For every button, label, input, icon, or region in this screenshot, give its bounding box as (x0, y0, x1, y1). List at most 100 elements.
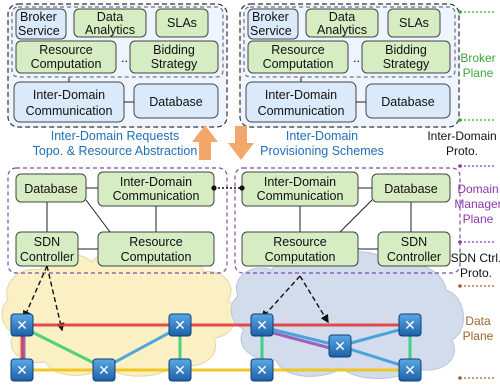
sdn-control-links (22, 265, 329, 332)
svg-text:✕: ✕ (98, 363, 110, 379)
sdn-controller-box: SDN Controller (377, 231, 451, 267)
plane-labels: Broker Plane Inter-Domain Proto. Domain … (427, 10, 500, 380)
resource-computation-box: Resource Computation (241, 231, 359, 267)
inter-domain-communication-label-l2: Communication (113, 189, 200, 203)
data-analytics-label-l2: Analytics (85, 23, 135, 37)
connector (85, 199, 111, 233)
database-label: Database (384, 182, 438, 196)
data-plane-label-l2: Plane (463, 329, 494, 343)
svg-text:✕: ✕ (256, 318, 268, 334)
sdn-controller-label-l2: Controller (387, 250, 441, 264)
sdn-controller-label-l2: Controller (20, 250, 74, 264)
connector (339, 199, 373, 233)
middle-annotations: Inter-Domain Requests Topo. & Resource A… (33, 125, 384, 160)
svg-text:✕: ✕ (16, 318, 28, 334)
broker-right: Broker Service Data Analytics SLAs Resou… (239, 3, 460, 128)
domain-manager-plane-label-l3: Plane (463, 212, 494, 226)
slas-box: SLAs (387, 8, 441, 38)
optical-switch-icon: ✕ (398, 358, 422, 382)
inter-domain-text: Inter-Domain (286, 129, 358, 143)
optical-switch-icon: ✕ (328, 334, 352, 358)
optical-switch-icon: ✕ (250, 313, 274, 337)
database-box: Database (15, 173, 87, 203)
ellipsis-dots: .. (353, 51, 360, 65)
inter-domain-communication-label-l1: Inter-Domain (33, 88, 105, 102)
domain-left-frame (7, 167, 228, 274)
svg-text:✕: ✕ (334, 339, 346, 355)
inter-domain-communication-label-l1: Inter-Domain (265, 88, 337, 102)
resource-computation-label-l2: Computation (121, 250, 192, 264)
inter-domain-communication-label-l2: Communication (258, 104, 345, 118)
switches: ✕ ✕ ✕ ✕ ✕ ✕ ✕ ✕ (10, 313, 422, 382)
broker-service-box: Broker Service (15, 8, 67, 40)
resource-computation-box: Resource Computation (15, 40, 117, 74)
slas-label: SLAs (399, 16, 429, 30)
data-analytics-label-l1: Data (329, 10, 355, 24)
slas-box: SLAs (155, 8, 209, 38)
resource-computation-box: Resource Computation (247, 40, 349, 74)
bidding-strategy-label-l1: Bidding (153, 43, 195, 57)
database-label: Database (24, 182, 78, 196)
broker-service-box: Broker Service (247, 8, 299, 40)
provisioning-schemes-text: Provisioning Schemes (260, 144, 384, 158)
resource-computation-label-l1: Resource (271, 43, 325, 57)
optical-switch-icon: ✕ (168, 358, 192, 382)
data-plane-clouds (1, 250, 464, 379)
domain-manager-right: Inter-Domain Communication Database Reso… (234, 167, 461, 274)
database-label: Database (149, 95, 203, 109)
broker-service-label-l1: Broker (20, 10, 57, 24)
inter-domain-requests-text: Inter-Domain Requests (51, 129, 180, 143)
resource-computation-box: Resource Computation (97, 231, 215, 267)
broker-plane-label-l1: Broker (460, 51, 495, 65)
data-analytics-box: Data Analytics (305, 8, 379, 38)
resource-computation-label-l2: Computation (263, 57, 334, 71)
resource-computation-label-l1: Resource (129, 235, 183, 249)
ellipsis-dots: .. (121, 51, 128, 65)
svg-text:✕: ✕ (174, 363, 186, 379)
sdn-controller-box: SDN Controller (15, 231, 79, 267)
sdn-controller-label-l1: SDN (34, 235, 60, 249)
database-box: Database (371, 173, 451, 203)
bidding-strategy-box: Bidding Strategy (129, 40, 219, 74)
broker-left: Broker Service Data Analytics SLAs Resou… (7, 3, 228, 128)
svg-text:✕: ✕ (16, 363, 28, 379)
data-plane-label-l1: Data (465, 314, 491, 328)
inter-domain-communication-box: Inter-Domain Communication (97, 171, 215, 207)
inter-domain-communication-label-l2: Communication (257, 189, 344, 203)
inter-domain-communication-box: Inter-Domain Communication (241, 171, 359, 207)
sdn-ctrl-proto-label-l1: SDN Ctrl. (451, 251, 500, 265)
domain-right-frame (234, 167, 461, 274)
optical-switch-icon: ✕ (10, 358, 34, 382)
left-domain-cloud (1, 250, 236, 377)
optical-switch-icon: ✕ (250, 358, 274, 382)
broker-service-label-l2: Service (18, 24, 60, 38)
inter-domain-proto-label-l1: Inter-Domain (427, 129, 496, 143)
database-label: Database (381, 95, 435, 109)
broker-right-top-group (243, 6, 456, 78)
inter-domain-communication-box: Inter-Domain Communication (245, 81, 357, 123)
data-analytics-label-l1: Data (97, 10, 123, 24)
inter-domain-communication-label-l2: Communication (26, 104, 113, 118)
sdn-controller-label-l1: SDN (401, 235, 427, 249)
broker-left-top-group (11, 6, 224, 78)
slas-label: SLAs (167, 16, 197, 30)
optical-switch-icon: ✕ (92, 358, 116, 382)
svg-text:✕: ✕ (404, 363, 416, 379)
inter-domain-communication-label-l1: Inter-Domain (264, 175, 336, 189)
bidding-strategy-label-l1: Bidding (385, 43, 427, 57)
domain-manager-left: Database Inter-Domain Communication SDN … (7, 167, 228, 274)
topo-resource-abstraction-text: Topo. & Resource Abstraction (33, 144, 198, 158)
svg-text:✕: ✕ (404, 318, 416, 334)
optical-switch-icon: ✕ (168, 313, 192, 337)
database-box: Database (133, 83, 219, 119)
up-arrow-orange (192, 125, 218, 160)
svg-text:✕: ✕ (174, 318, 186, 334)
data-analytics-box: Data Analytics (73, 8, 147, 38)
bidding-strategy-box: Bidding Strategy (361, 40, 451, 74)
bidding-strategy-label-l2: Strategy (383, 57, 430, 71)
domain-manager-plane-label-l1: Domain (457, 182, 498, 196)
inter-domain-proto-label-l2: Proto. (446, 144, 478, 158)
resource-computation-label-l1: Resource (273, 235, 327, 249)
data-analytics-label-l2: Analytics (317, 23, 367, 37)
